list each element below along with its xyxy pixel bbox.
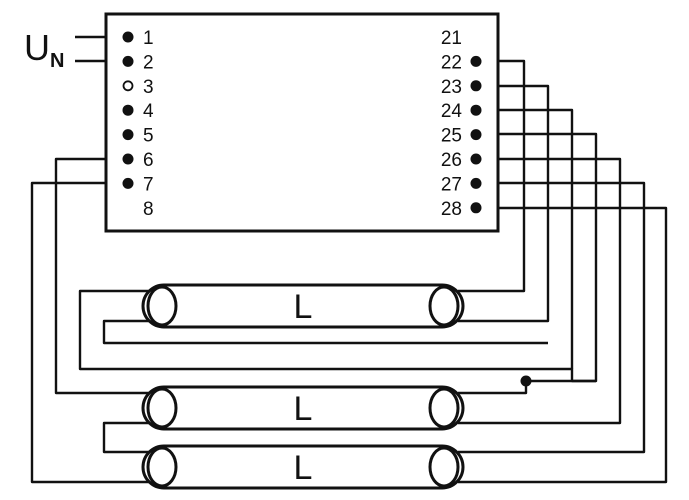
terminal-3-hollow-dot <box>122 80 134 92</box>
wire-28 <box>458 206 668 484</box>
lamp-label: L <box>294 390 313 428</box>
lamp-tube <box>141 283 465 329</box>
pin-label-27: 27 <box>441 174 462 195</box>
terminal-28-dot <box>470 202 482 214</box>
pin-label-3: 3 <box>143 77 154 98</box>
wire-22 <box>458 59 526 293</box>
terminal-24-dot <box>470 104 482 116</box>
pin-label-24: 24 <box>441 101 463 122</box>
terminal-1-dot <box>122 31 134 43</box>
pin-label-4: 4 <box>143 101 154 122</box>
wire-7 <box>30 181 150 484</box>
pin-label-1: 1 <box>143 28 154 49</box>
wire-25 <box>458 132 598 395</box>
pins-left: 1 2 3 4 5 6 7 8 <box>122 28 154 220</box>
terminal-4-dot <box>122 104 134 116</box>
pin-label-2: 2 <box>143 52 154 73</box>
wire-lamp1-left-bottom <box>102 319 548 345</box>
terminal-7-dot <box>122 177 134 189</box>
terminal-27-dot <box>470 177 482 189</box>
lamp-3: L <box>141 444 465 490</box>
lamp-2: L <box>141 385 465 431</box>
supply-symbol: U <box>24 27 50 68</box>
ballast-box <box>104 12 500 233</box>
pin-label-28: 28 <box>441 199 462 220</box>
terminal-2-dot <box>122 55 134 67</box>
terminal-6-dot <box>122 153 134 165</box>
wire-lamp1-left-top <box>78 289 596 383</box>
wire-27 <box>458 181 646 454</box>
pin-label-8: 8 <box>143 199 154 220</box>
wire-26 <box>458 157 622 425</box>
pin-label-23: 23 <box>441 77 462 98</box>
wire-24 <box>476 108 574 369</box>
pin-label-6: 6 <box>143 150 154 171</box>
pin-label-21: 21 <box>441 28 462 49</box>
lamp-tube <box>141 444 465 490</box>
lamp-tube <box>141 385 465 431</box>
pin-label-26: 26 <box>441 150 462 171</box>
terminal-5-dot <box>122 129 134 141</box>
lamp-left-electrode <box>146 387 178 429</box>
pins-right: 21 22 23 24 25 26 27 28 <box>441 28 482 220</box>
terminal-25-dot <box>470 129 482 141</box>
wire-lamp2-lamp3-bridge <box>102 421 150 454</box>
lamp-right-electrode <box>428 387 460 429</box>
terminal-23-dot <box>470 80 482 92</box>
supply-subscript: N <box>50 50 64 72</box>
pin-label-25: 25 <box>441 126 462 147</box>
junction-dot <box>520 375 532 387</box>
pin-label-5: 5 <box>143 126 154 147</box>
wire-6 <box>54 157 150 395</box>
wiring <box>30 59 668 484</box>
lamp-left-electrode <box>146 446 178 488</box>
terminal-26-dot <box>470 153 482 165</box>
lamp-right-electrode <box>428 285 460 327</box>
lamps: LLL <box>141 283 465 490</box>
pin-label-7: 7 <box>143 174 154 195</box>
terminal-22-dot <box>470 55 482 67</box>
lamp-right-electrode <box>428 446 460 488</box>
lamp-label: L <box>294 449 313 487</box>
lamp-1: L <box>141 283 465 329</box>
pin-label-22: 22 <box>441 52 462 73</box>
lamp-left-electrode <box>146 285 178 327</box>
wire-23 <box>458 84 550 323</box>
lamp-label: L <box>294 288 313 326</box>
